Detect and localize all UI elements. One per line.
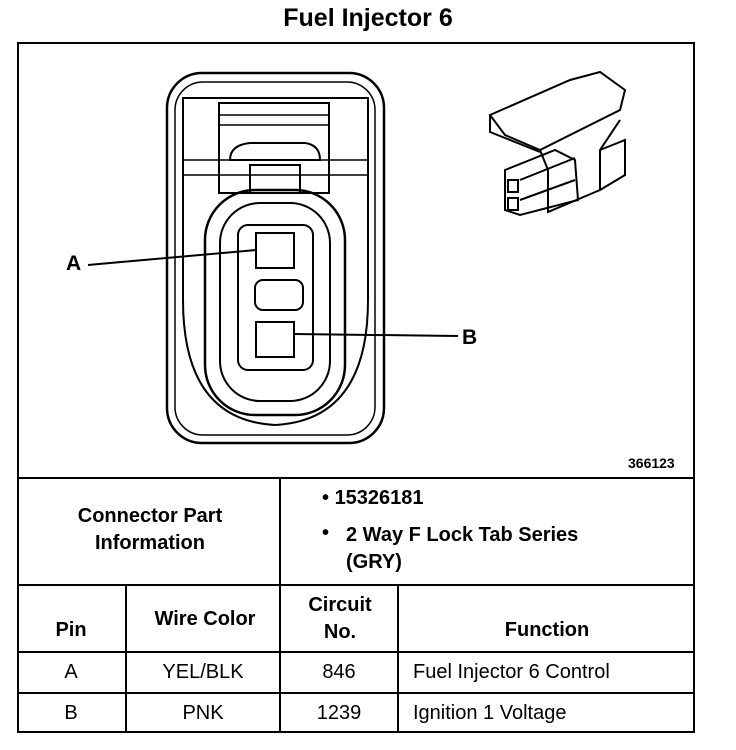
wire-color-cell: PNK bbox=[182, 702, 224, 724]
figure-number: 366123 bbox=[628, 455, 675, 471]
connector-info-label: Connector Part Information bbox=[77, 505, 223, 554]
divider bbox=[17, 584, 695, 586]
pin-b-leader bbox=[293, 333, 459, 337]
connector-description: •2 Way F Lock Tab Series (GRY) bbox=[322, 522, 586, 576]
divider bbox=[17, 477, 695, 479]
connector-frame bbox=[17, 42, 695, 733]
pin-a-label: A bbox=[66, 252, 82, 275]
divider bbox=[279, 477, 281, 733]
divider bbox=[17, 692, 695, 694]
part-number: • 15326181 bbox=[322, 487, 424, 509]
header-circuit-no: Circuit No. bbox=[308, 594, 372, 643]
wire-color-cell: YEL/BLK bbox=[162, 661, 244, 683]
connector-isometric-view bbox=[488, 70, 627, 217]
function-cell: Fuel Injector 6 Control bbox=[413, 661, 610, 683]
page-title: Fuel Injector 6 bbox=[283, 4, 453, 32]
pin-cell: A bbox=[64, 661, 78, 683]
function-cell: Ignition 1 Voltage bbox=[413, 702, 567, 724]
divider bbox=[17, 651, 695, 653]
connector-description-value: 2 Way F Lock Tab Series (GRY) bbox=[346, 524, 579, 573]
header-pin: Pin bbox=[55, 618, 87, 641]
pin-cell: B bbox=[64, 702, 78, 724]
circuit-cell: 1239 bbox=[316, 702, 362, 724]
pin-a-leader bbox=[87, 249, 257, 266]
connector-diagram bbox=[87, 70, 627, 445]
header-wire-color: Wire Color bbox=[154, 607, 256, 630]
divider bbox=[125, 584, 127, 733]
connector-face-view bbox=[165, 71, 386, 445]
circuit-cell: 846 bbox=[322, 661, 356, 683]
header-function: Function bbox=[504, 618, 590, 641]
pin-b-label: B bbox=[462, 326, 478, 349]
part-number-value: 15326181 bbox=[334, 487, 424, 509]
divider bbox=[397, 584, 399, 733]
